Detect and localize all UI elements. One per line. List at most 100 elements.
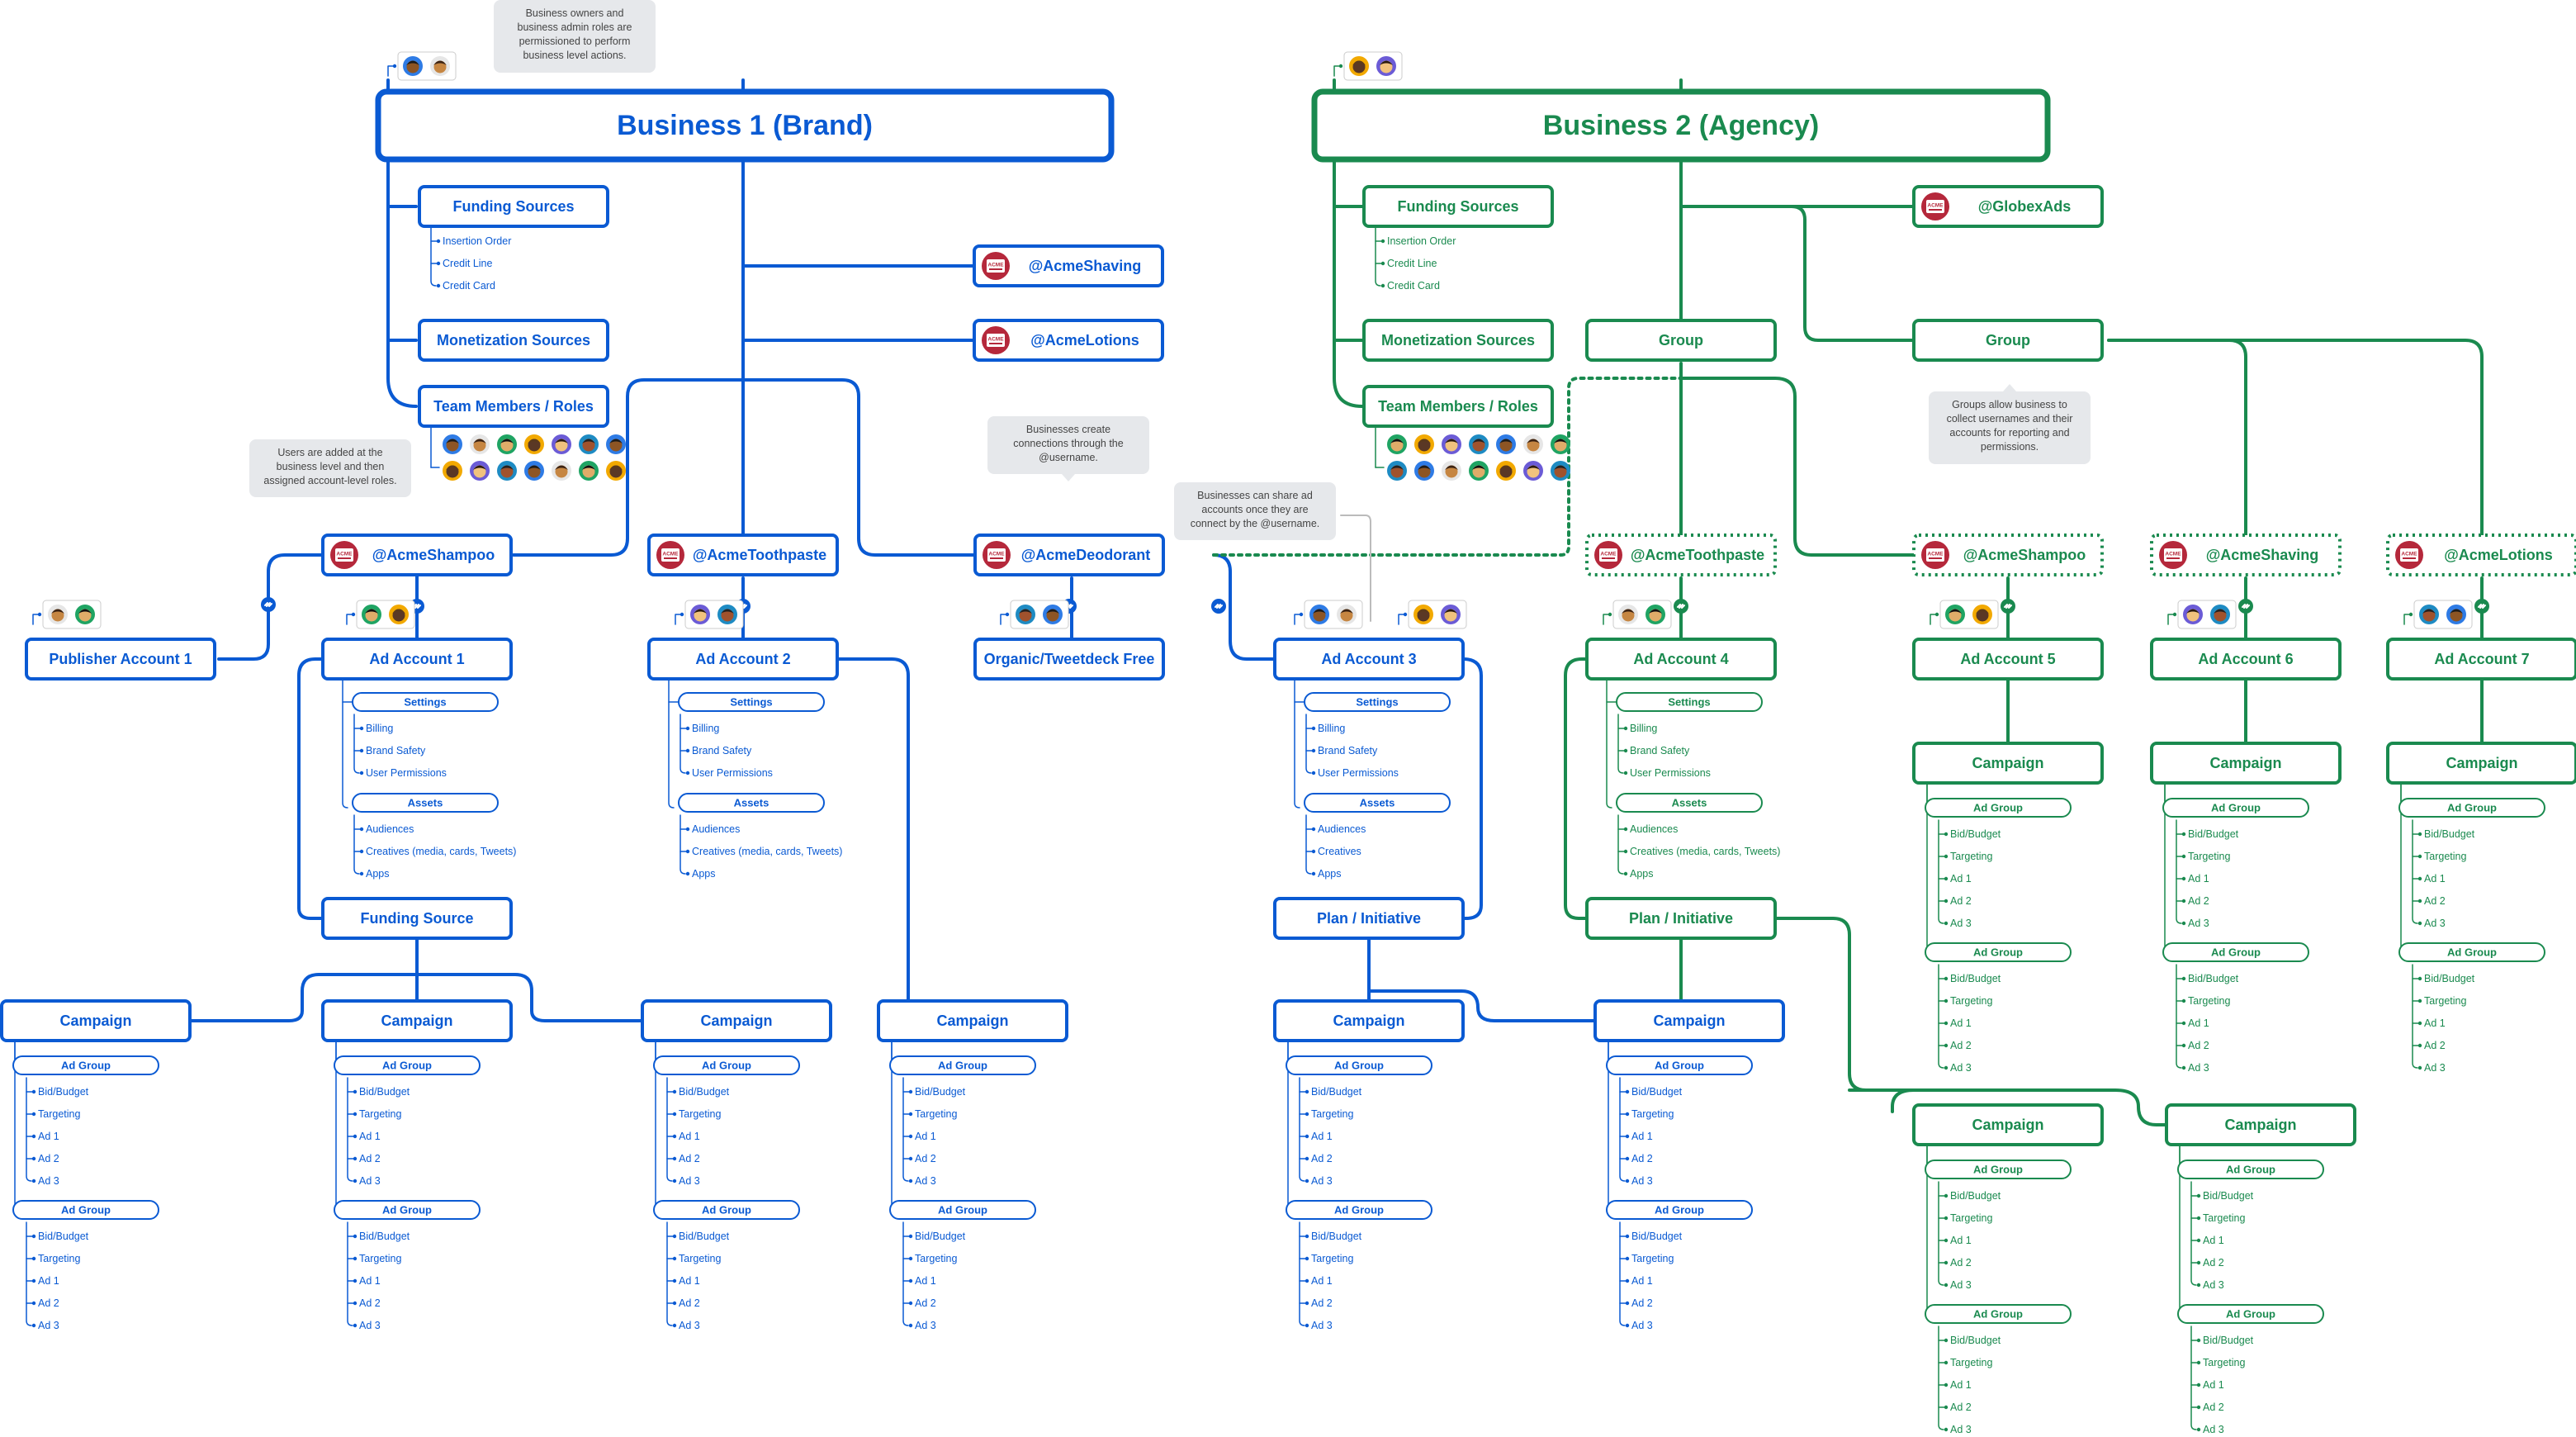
ad-account-box[interactable]: Ad Account 7 <box>2386 638 2576 681</box>
sub-pill[interactable]: Ad Group <box>653 1200 800 1220</box>
sub-pill[interactable]: Ad Group <box>12 1055 159 1075</box>
campaign-box-label: Campaign <box>2446 755 2517 771</box>
group-box[interactable]: Group <box>1585 319 1777 362</box>
team-members-box[interactable]: Team Members / Roles <box>418 385 609 428</box>
sub-pill[interactable]: Settings <box>678 692 825 712</box>
adgroup-items-line <box>1619 1221 1626 1326</box>
handle-acme-toothpaste[interactable]: ACME@AcmeToothpaste <box>647 534 839 576</box>
sub-pill[interactable]: Ad Group <box>334 1200 481 1220</box>
handle-acme-lotions-shared[interactable]: ACME@AcmeLotions <box>2386 534 2576 576</box>
sub-pill[interactable]: Assets <box>678 793 825 813</box>
adgroup-items-item: Ad 2 <box>38 1153 59 1164</box>
campaign-box[interactable]: Campaign <box>321 999 513 1042</box>
sub-pill[interactable]: Ad Group <box>889 1200 1036 1220</box>
sub-pill[interactable]: Settings <box>1616 692 1763 712</box>
avatar-face <box>1445 465 1458 478</box>
avatar-face <box>433 60 447 74</box>
leaf-arrow-icon <box>1625 1256 1630 1261</box>
sub-pill[interactable]: Ad Group <box>2177 1304 2324 1324</box>
leaf-arrow-icon <box>685 827 690 832</box>
sub-pill[interactable]: Ad Group <box>1925 1304 2072 1324</box>
avatar-icon <box>579 461 599 481</box>
funding-sources-box[interactable]: Funding Sources <box>418 185 609 228</box>
ad-account-box[interactable]: Ad Account 4 <box>1585 638 1777 681</box>
campaign-box-label: Campaign <box>1333 1013 1404 1029</box>
sub-pill[interactable]: Ad Group <box>889 1055 1036 1075</box>
campaign-box[interactable]: Campaign <box>0 999 192 1042</box>
handle-acme-shampoo[interactable]: ACME@AcmeShampoo <box>321 534 513 576</box>
leaf-arrow-icon <box>2181 1043 2186 1048</box>
leaf-arrow-icon <box>359 771 364 775</box>
acme-logo-icon: ACME <box>982 326 1010 354</box>
ad-account-box[interactable]: Ad Account 5 <box>1912 638 2104 681</box>
handle-acme-shaving[interactable]: ACME@AcmeShaving <box>973 244 1164 287</box>
monetization-sources-box[interactable]: Monetization Sources <box>418 319 609 362</box>
ad-account-box[interactable]: Ad Account 2 <box>647 638 839 681</box>
account-spine <box>1294 678 1300 809</box>
campaign-box[interactable]: Campaign <box>1912 742 2104 785</box>
handle-globex-ads[interactable]: ACME@GlobexAds <box>1912 185 2104 228</box>
sub-pill[interactable]: Ad Group <box>2177 1160 2324 1179</box>
campaign-box[interactable]: Campaign <box>641 999 832 1042</box>
campaign-box[interactable]: Campaign <box>877 999 1068 1042</box>
campaign-box[interactable]: Campaign <box>1912 1103 2104 1146</box>
business-2-header[interactable]: Business 2 (Agency) <box>1311 88 2051 163</box>
funding-sources-box[interactable]: Funding Sources <box>1362 185 1554 228</box>
sub-pill[interactable]: Assets <box>1304 793 1451 813</box>
publisher-account-box[interactable]: Publisher Account 1 <box>25 638 216 681</box>
plan-initiative-box[interactable]: Plan / Initiative <box>1273 897 1465 940</box>
sub-pill[interactable]: Ad Group <box>1286 1200 1432 1220</box>
handle-acme-shampoo-shared[interactable]: ACME@AcmeShampoo <box>1912 534 2104 576</box>
sub-pill[interactable]: Assets <box>1616 793 1763 813</box>
handle-acme-shaving-label: @AcmeShaving <box>1029 258 1142 274</box>
campaign-box[interactable]: Campaign <box>2150 742 2342 785</box>
adgroup-items-item: Bid/Budget <box>38 1086 89 1098</box>
monetization-sources-box[interactable]: Monetization Sources <box>1362 319 1554 362</box>
sub-pill[interactable]: Ad Group <box>2162 798 2309 818</box>
sub-pill[interactable]: Ad Group <box>1925 942 2072 962</box>
sub-pill[interactable]: Ad Group <box>1925 798 2072 818</box>
campaign-box[interactable]: Campaign <box>2386 742 2576 785</box>
sub-pill[interactable]: Ad Group <box>2398 798 2545 818</box>
sub-pill[interactable]: Ad Group <box>653 1055 800 1075</box>
campaign-box[interactable]: Campaign <box>2165 1103 2356 1146</box>
adgroup-items-line <box>347 1221 353 1326</box>
sub-pill[interactable]: Ad Group <box>1925 1160 2072 1179</box>
funding-source-box[interactable]: Funding Source <box>321 897 513 940</box>
group-box[interactable]: Group <box>1912 319 2104 362</box>
avatar-hair <box>528 439 541 443</box>
sub-pill[interactable]: Ad Group <box>12 1200 159 1220</box>
plan-initiative-box[interactable]: Plan / Initiative <box>1585 897 1777 940</box>
campaign-box[interactable]: Campaign <box>1593 999 1785 1042</box>
sub-pill[interactable]: Ad Group <box>334 1055 481 1075</box>
handle-acme-toothpaste-shared[interactable]: ACME@AcmeToothpaste <box>1585 534 1777 576</box>
avatar-hair <box>446 465 459 470</box>
adgroup-items-item: Ad 2 <box>679 1297 700 1309</box>
organic-account-box[interactable]: Organic/Tweetdeck Free <box>973 638 1165 681</box>
ad-account-box[interactable]: Ad Account 3 <box>1273 638 1465 681</box>
handle-acme-lotions[interactable]: ACME@AcmeLotions <box>973 319 1164 362</box>
sub-pill[interactable]: Ad Group <box>2162 942 2309 962</box>
campaign-box[interactable]: Campaign <box>1273 999 1465 1042</box>
sub-pill[interactable]: Assets <box>352 793 499 813</box>
pill-border <box>1286 1200 1432 1220</box>
leaf-arrow-icon <box>1944 1065 1949 1070</box>
leaf-arrow-icon <box>1944 1260 1949 1265</box>
ad-account-box[interactable]: Ad Account 1 <box>321 638 513 681</box>
handle-acme-shaving-shared[interactable]: ACME@AcmeShaving <box>2150 534 2342 576</box>
sub-pill[interactable]: Ad Group <box>1606 1200 1753 1220</box>
sub-pill[interactable]: Ad Group <box>1606 1055 1753 1075</box>
avatar-face <box>1313 609 1326 622</box>
team-members-box[interactable]: Team Members / Roles <box>1362 385 1554 428</box>
sub-pill[interactable]: Settings <box>352 692 499 712</box>
sub-pill[interactable]: Ad Group <box>2398 942 2545 962</box>
sub-pill[interactable]: Ad Group <box>1286 1055 1432 1075</box>
avatar-hair <box>1444 609 1457 614</box>
leaf-arrow-icon <box>1623 771 1628 775</box>
business-1-header[interactable]: Business 1 (Brand) <box>375 88 1115 163</box>
handle-acme-deodorant[interactable]: ACME@AcmeDeodorant <box>973 534 1165 576</box>
leaf-arrow-icon <box>2181 876 2186 881</box>
node-border <box>877 999 1068 1042</box>
sub-pill[interactable]: Settings <box>1304 692 1451 712</box>
ad-account-box[interactable]: Ad Account 6 <box>2150 638 2342 681</box>
